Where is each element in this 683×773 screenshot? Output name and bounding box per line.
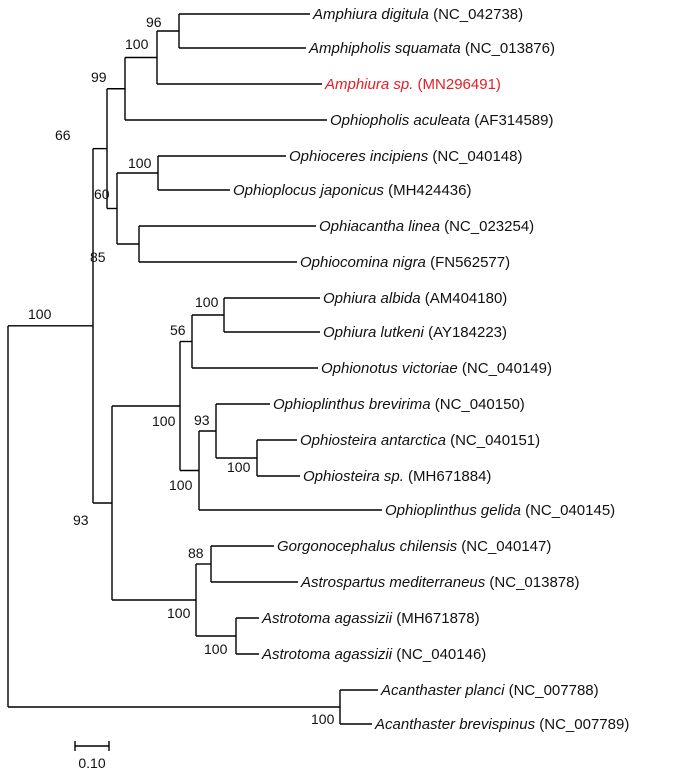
bootstrap-support-value: 93 xyxy=(194,412,210,428)
tip-label: Ophiura lutkeni (AY184223) xyxy=(323,324,507,341)
accession-number: (NC_013878) xyxy=(485,574,579,591)
species-name: Ophioplinthus brevirima xyxy=(273,396,431,413)
tip-label: Ophiacantha linea (NC_023254) xyxy=(319,218,534,235)
accession-number: (NC_040150) xyxy=(431,396,525,413)
species-name: Ophiura lutkeni xyxy=(323,324,425,341)
species-name: Astrotoma agassizii xyxy=(261,610,393,627)
bootstrap-support-value: 100 xyxy=(227,459,251,475)
species-name: Ophioplocus japonicus xyxy=(233,182,384,199)
bootstrap-support-value: 66 xyxy=(55,127,71,143)
tip-label: Ophiopholis aculeata (AF314589) xyxy=(330,112,554,129)
accession-number: (NC_040147) xyxy=(457,538,551,555)
bootstrap-support-value: 100 xyxy=(204,641,228,657)
species-name: Acanthaster planci xyxy=(380,682,505,699)
tip-label: Ophiosteira antarctica (NC_040151) xyxy=(300,432,540,449)
bootstrap-support-value: 88 xyxy=(188,545,204,561)
tip-label: Ophioceres incipiens (NC_040148) xyxy=(289,148,522,165)
accession-number: (MH424436) xyxy=(384,182,472,199)
bootstrap-support-value: 100 xyxy=(28,306,52,322)
bootstrap-support-value: 100 xyxy=(152,413,176,429)
tip-label: Ophiocomina nigra (FN562577) xyxy=(300,254,510,271)
bootstrap-support-value: 100 xyxy=(195,294,219,310)
accession-number: (NC_040149) xyxy=(458,360,552,377)
accession-number: (NC_023254) xyxy=(440,218,534,235)
tip-label: Acanthaster brevispinus (NC_007789) xyxy=(374,716,629,733)
species-name: Ophiosteira antarctica xyxy=(300,432,446,449)
accession-number: (AY184223) xyxy=(424,324,507,341)
accession-number: (NC_007788) xyxy=(504,682,598,699)
tip-labels: Amphiura digitula (NC_042738) Amphipholis… xyxy=(233,6,629,733)
species-name: Ophiosteira sp. xyxy=(303,468,404,485)
species-name: Ophiocomina nigra xyxy=(300,254,426,271)
accession-number: (NC_040151) xyxy=(446,432,540,449)
bootstrap-support-value: 60 xyxy=(94,186,110,202)
tip-label: Ophioplinthus gelida (NC_040145) xyxy=(385,502,615,519)
scale-bar-label: 0.10 xyxy=(78,755,105,771)
species-name: Amphiura digitula xyxy=(312,6,429,23)
bootstrap-support-value: 99 xyxy=(91,69,107,85)
bootstrap-support-value: 93 xyxy=(73,512,89,528)
tip-label: Acanthaster planci (NC_007788) xyxy=(380,682,599,699)
bootstrap-support-value: 96 xyxy=(146,14,162,30)
bootstrap-support-value: 100 xyxy=(167,605,191,621)
tip-label: Amphiura digitula (NC_042738) xyxy=(312,6,523,23)
species-name: Acanthaster brevispinus xyxy=(374,716,536,733)
species-name: Amphipholis squamata xyxy=(308,40,461,57)
tip-label: Gorgonocephalus chilensis (NC_040147) xyxy=(277,538,551,555)
tip-label: Astrospartus mediterraneus (NC_013878) xyxy=(300,574,579,591)
tip-label: Amphiura sp. (MN296491) xyxy=(324,76,501,93)
tip-label: Ophioplocus japonicus (MH424436) xyxy=(233,182,471,199)
tip-label: Astrotoma agassizii (NC_040146) xyxy=(261,646,486,663)
accession-number: (MN296491) xyxy=(413,76,501,93)
species-name: Astrotoma agassizii xyxy=(261,646,393,663)
accession-number: (NC_013876) xyxy=(461,40,555,57)
species-name: Ophioplinthus gelida xyxy=(385,502,521,519)
scale-bar: 0.10 xyxy=(74,741,110,771)
tip-label: Ophioplinthus brevirima (NC_040150) xyxy=(273,396,525,413)
tree-branches xyxy=(7,13,382,725)
species-name: Ophiacantha linea xyxy=(319,218,440,235)
accession-number: (NC_040146) xyxy=(392,646,486,663)
accession-number: (NC_040148) xyxy=(428,148,522,165)
bootstrap-support-value: 56 xyxy=(170,322,186,338)
tip-label: Amphipholis squamata (NC_013876) xyxy=(308,40,555,57)
bootstrap-support-value: 100 xyxy=(311,711,335,727)
species-name: Ophioceres incipiens xyxy=(289,148,429,165)
species-name: Ophionotus victoriae xyxy=(321,360,458,377)
tip-label: Ophionotus victoriae (NC_040149) xyxy=(321,360,552,377)
accession-number: (AM404180) xyxy=(421,290,508,307)
accession-number: (NC_042738) xyxy=(429,6,523,23)
accession-number: (FN562577) xyxy=(426,254,510,271)
accession-number: (MH671878) xyxy=(392,610,480,627)
species-name: Amphiura sp. xyxy=(324,76,413,93)
accession-number: (NC_007789) xyxy=(535,716,629,733)
species-name: Ophiopholis aculeata xyxy=(330,112,470,129)
accession-number: (MH671884) xyxy=(404,468,492,485)
species-name: Ophiura albida xyxy=(323,290,421,307)
tip-label: Astrotoma agassizii (MH671878) xyxy=(261,610,480,627)
bootstrap-support-value: 100 xyxy=(128,155,152,171)
accession-number: (AF314589) xyxy=(470,112,553,129)
accession-number: (NC_040145) xyxy=(521,502,615,519)
support-values: 96 100 99 66 100 60 85 100 100 56 100 93 100 100 93 88 1… xyxy=(28,14,335,727)
tip-label: Ophiura albida (AM404180) xyxy=(323,290,507,307)
species-name: Gorgonocephalus chilensis xyxy=(277,538,458,555)
tip-label: Ophiosteira sp. (MH671884) xyxy=(303,468,491,485)
bootstrap-support-value: 100 xyxy=(125,36,149,52)
bootstrap-support-value: 100 xyxy=(169,477,193,493)
bootstrap-support-value: 85 xyxy=(90,249,106,265)
species-name: Astrospartus mediterraneus xyxy=(300,574,486,591)
